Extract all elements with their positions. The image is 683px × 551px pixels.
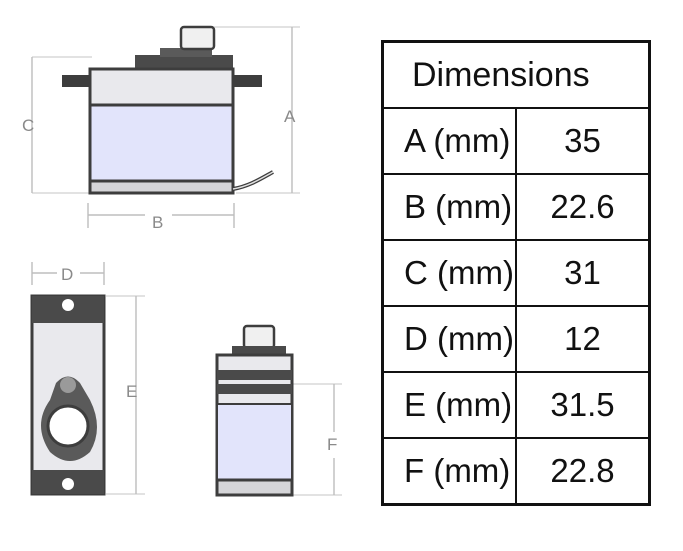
table-row: E (mm) 31.5: [381, 371, 651, 439]
row-label: A (mm): [381, 107, 517, 175]
label-d: D: [61, 265, 73, 284]
row-value: 22.6: [515, 173, 651, 241]
label-c: C: [22, 116, 34, 135]
row-value: 35: [515, 107, 651, 175]
servo-narrow-view: F: [215, 324, 342, 497]
table-header-row: Dimensions: [381, 40, 651, 109]
table-row: B (mm) 22.6: [381, 173, 651, 241]
row-label: B (mm): [381, 173, 517, 241]
servo-side-view: D E: [30, 262, 145, 496]
row-label: E (mm): [381, 371, 517, 439]
row-value: 31: [515, 239, 651, 307]
label-a: A: [284, 107, 296, 126]
row-value: 22.8: [515, 437, 651, 506]
table-row: F (mm) 22.8: [381, 437, 651, 506]
label-e: E: [126, 382, 137, 401]
servo-front-view: C A B: [22, 25, 300, 232]
table-header: Dimensions: [381, 40, 651, 109]
row-value: 31.5: [515, 371, 651, 439]
dimensions-table: Dimensions A (mm) 35 B (mm) 22.6 C (mm) …: [381, 40, 651, 506]
row-label: F (mm): [381, 437, 517, 506]
table-row: D (mm) 12: [381, 305, 651, 373]
label-f: F: [327, 435, 337, 454]
table-row: A (mm) 35: [381, 107, 651, 175]
servo-drawings: C A B D E: [22, 25, 342, 497]
table-row: C (mm) 31: [381, 239, 651, 307]
label-b: B: [152, 213, 163, 232]
row-label: D (mm): [381, 305, 517, 373]
row-value: 12: [515, 305, 651, 373]
row-label: C (mm): [381, 239, 517, 307]
